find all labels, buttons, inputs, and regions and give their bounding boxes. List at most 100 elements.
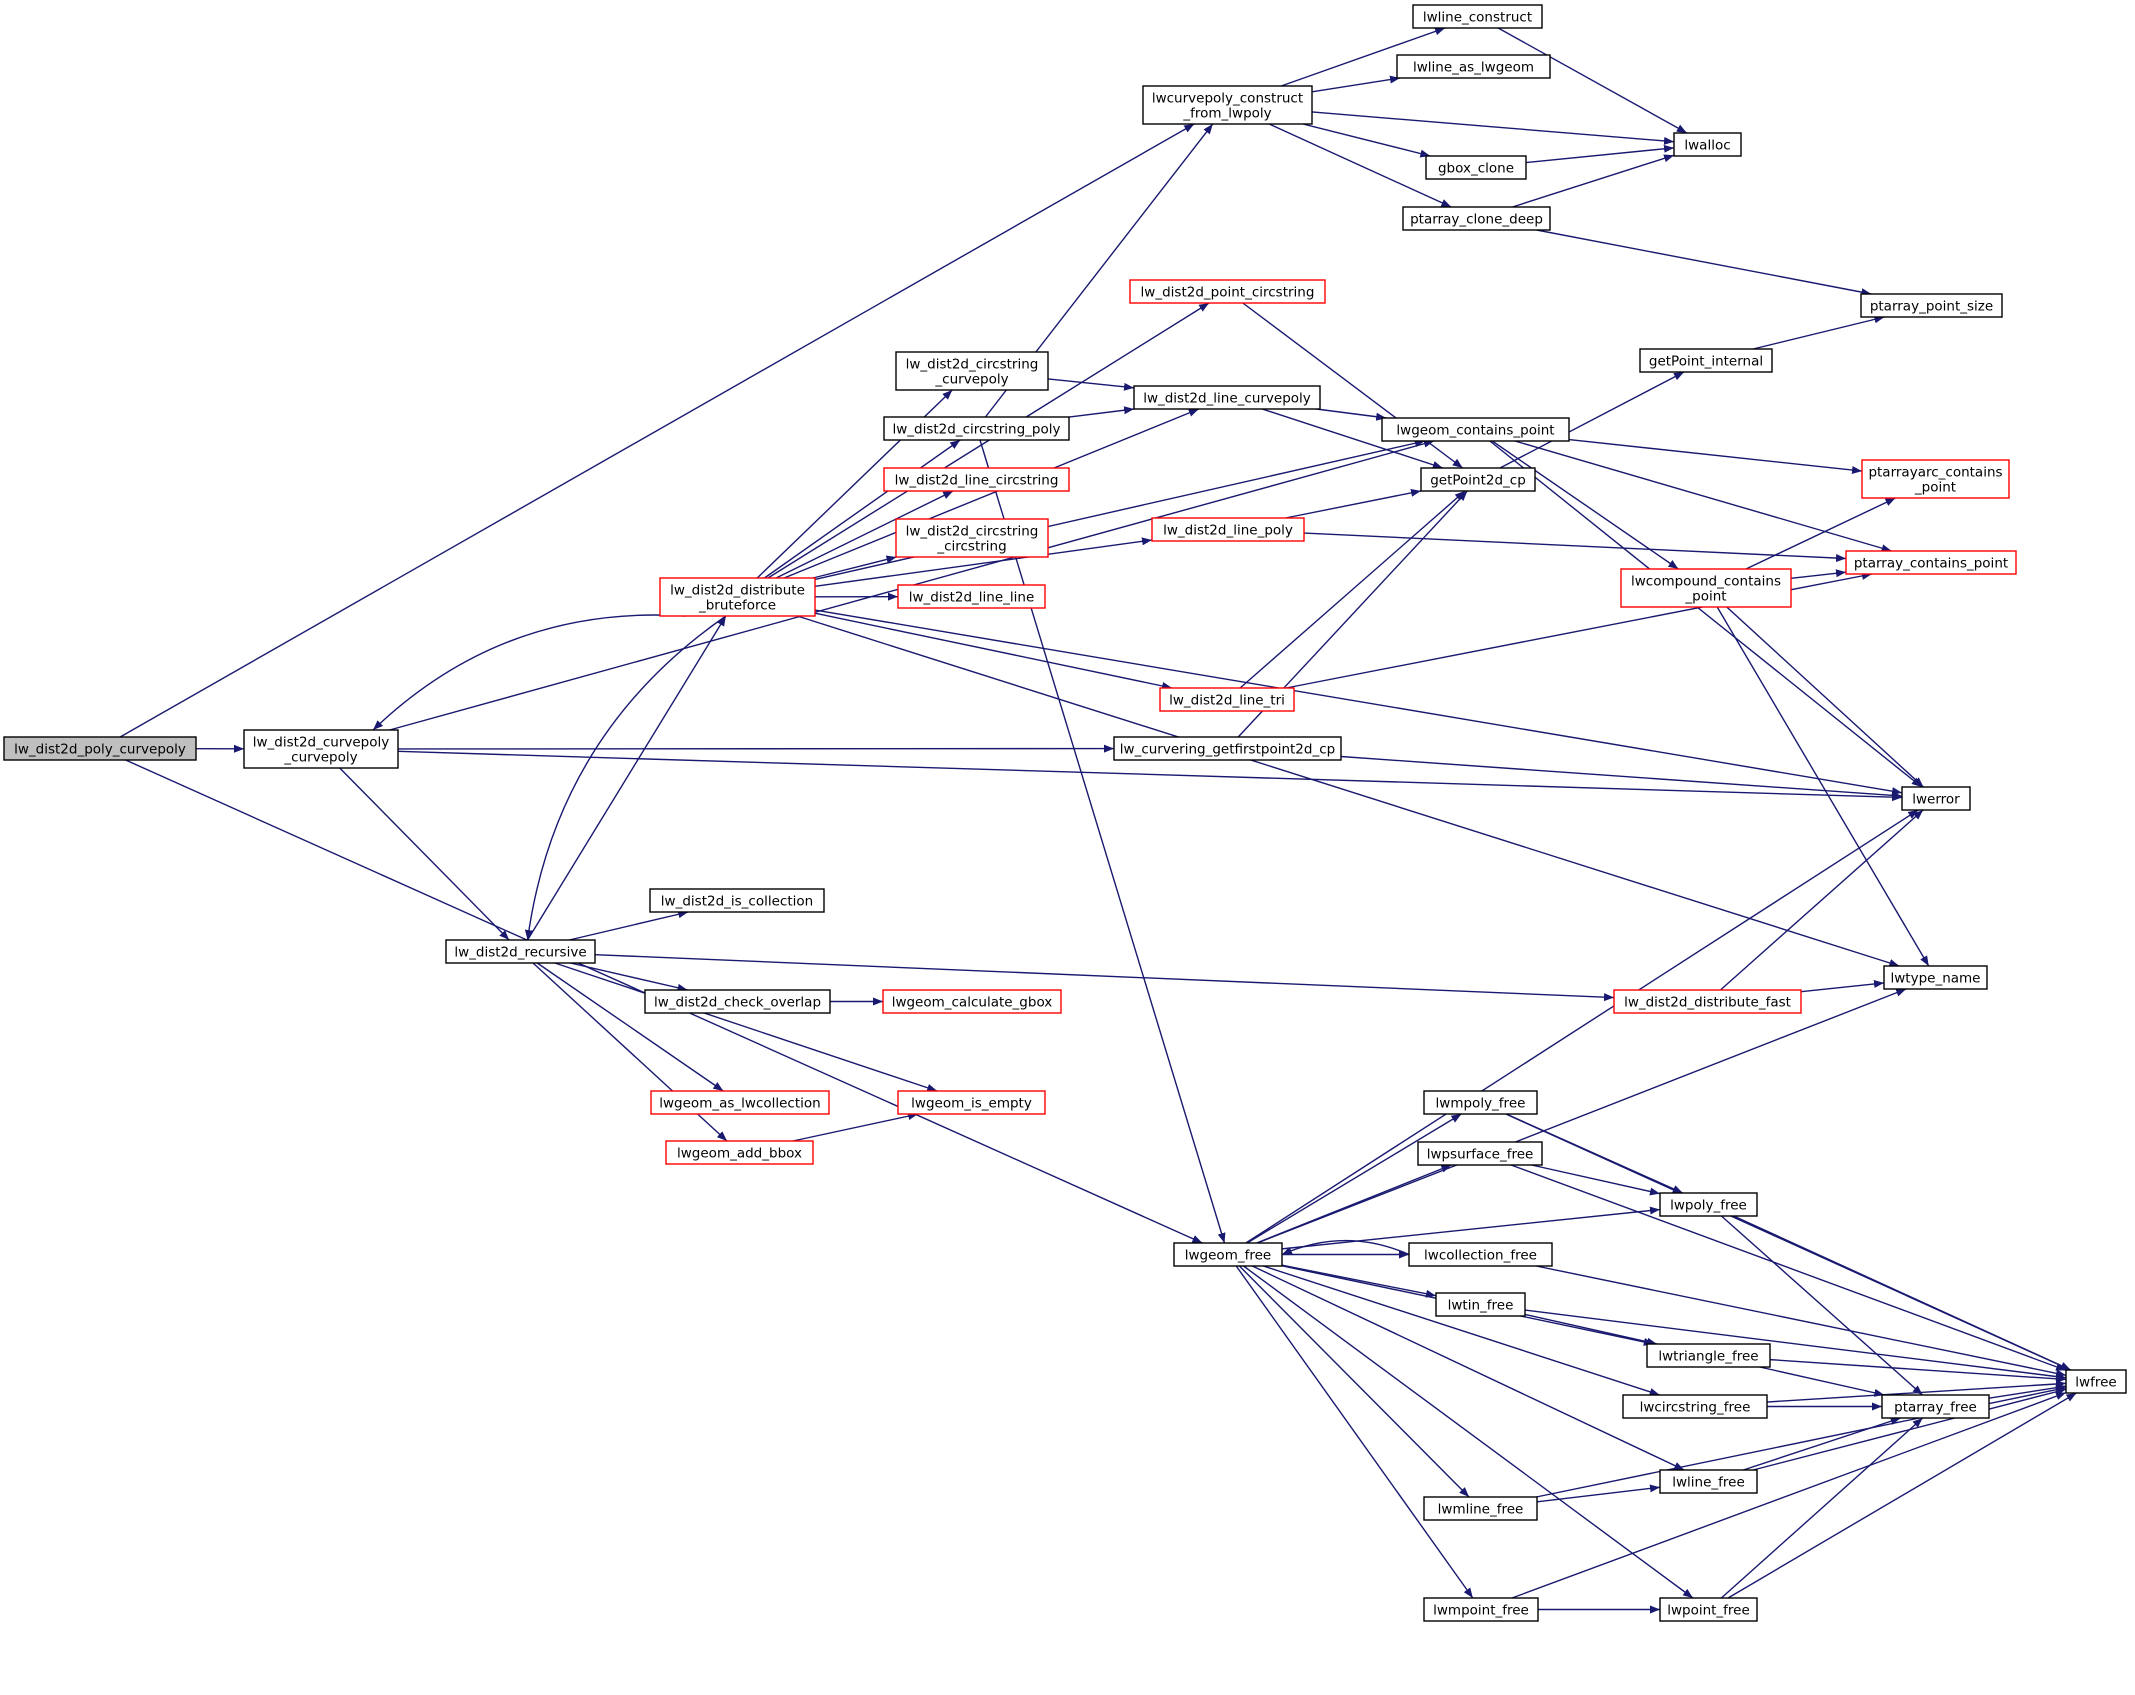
node-lw_dist2d_circstring_poly[interactable]: lw_dist2d_circstring_poly xyxy=(883,416,1070,441)
node-box[interactable] xyxy=(1159,687,1295,712)
node-lwgeom_is_empty[interactable]: lwgeom_is_empty xyxy=(897,1090,1046,1115)
node-box[interactable] xyxy=(895,518,1049,558)
node-ptarray_contains_point[interactable]: ptarray_contains_point xyxy=(1845,550,2017,575)
node-box[interactable] xyxy=(2065,1369,2127,1394)
node-getPoint_internal[interactable]: getPoint_internal xyxy=(1639,348,1773,373)
node-box[interactable] xyxy=(1151,517,1305,542)
node-box[interactable] xyxy=(1646,1343,1771,1368)
node-box[interactable] xyxy=(1673,132,1742,157)
node-box[interactable] xyxy=(1173,1242,1283,1267)
node-box[interactable] xyxy=(3,736,197,761)
node-box[interactable] xyxy=(665,1140,814,1165)
node-box[interactable] xyxy=(1659,1597,1758,1622)
node-lwline_free[interactable]: lwline_free xyxy=(1659,1469,1758,1494)
node-lwgeom_free[interactable]: lwgeom_free xyxy=(1173,1242,1283,1267)
node-lwtriangle_free[interactable]: lwtriangle_free xyxy=(1646,1343,1771,1368)
node-lw_dist2d_is_collection[interactable]: lw_dist2d_is_collection xyxy=(649,888,825,913)
node-lwcompound_contains_point[interactable]: lwcompound_contains_point xyxy=(1620,568,1792,608)
node-lw_dist2d_circstring_curvepoly[interactable]: lw_dist2d_circstring_curvepoly xyxy=(895,351,1049,391)
node-lw_dist2d_point_circstring[interactable]: lw_dist2d_point_circstring xyxy=(1129,279,1326,304)
node-box[interactable] xyxy=(1412,4,1543,29)
node-box[interactable] xyxy=(1620,568,1792,608)
node-lw_dist2d_line_tri[interactable]: lw_dist2d_line_tri xyxy=(1159,687,1295,712)
node-box[interactable] xyxy=(1396,54,1551,79)
node-lw_curvering_getfirstpoint2d_cp[interactable]: lw_curvering_getfirstpoint2d_cp xyxy=(1113,736,1342,761)
node-lwcircstring_free[interactable]: lwcircstring_free xyxy=(1622,1394,1768,1419)
node-box[interactable] xyxy=(1408,1242,1553,1267)
node-box[interactable] xyxy=(897,584,1046,609)
node-box[interactable] xyxy=(883,467,1070,492)
node-box[interactable] xyxy=(1129,279,1326,304)
node-lw_dist2d_distribute_fast[interactable]: lw_dist2d_distribute_fast xyxy=(1613,989,1802,1014)
node-lwmline_free[interactable]: lwmline_free xyxy=(1423,1496,1538,1521)
node-lwline_construct[interactable]: lwline_construct xyxy=(1412,4,1543,29)
node-box[interactable] xyxy=(1142,85,1313,125)
node-getPoint2d_cp[interactable]: getPoint2d_cp xyxy=(1420,467,1536,492)
node-box[interactable] xyxy=(1435,1292,1526,1317)
node-box[interactable] xyxy=(1417,1141,1543,1166)
node-box[interactable] xyxy=(1860,293,2003,318)
node-lw_dist2d_curvepoly_curvepoly[interactable]: lw_dist2d_curvepoly_curvepoly xyxy=(243,729,399,769)
node-box[interactable] xyxy=(659,577,816,617)
node-lwmpoint_free[interactable]: lwmpoint_free xyxy=(1423,1597,1539,1622)
node-box[interactable] xyxy=(1381,417,1570,442)
node-lw_dist2d_poly_curvepoly[interactable]: lw_dist2d_poly_curvepoly xyxy=(3,736,197,761)
node-box[interactable] xyxy=(1613,989,1802,1014)
node-ptarrayarc_contains_point[interactable]: ptarrayarc_contains_point xyxy=(1861,459,2010,499)
node-lw_dist2d_distribute_bruteforce[interactable]: lw_dist2d_distribute_bruteforce xyxy=(659,577,816,617)
node-lwcollection_free[interactable]: lwcollection_free xyxy=(1408,1242,1553,1267)
node-lwgeom_add_bbox[interactable]: lwgeom_add_bbox xyxy=(665,1140,814,1165)
node-lw_dist2d_recursive[interactable]: lw_dist2d_recursive xyxy=(445,939,596,964)
node-lw_dist2d_line_curvepoly[interactable]: lw_dist2d_line_curvepoly xyxy=(1133,385,1321,410)
node-lw_dist2d_circstring_circstring[interactable]: lw_dist2d_circstring_circstring xyxy=(895,518,1049,558)
node-box[interactable] xyxy=(1402,206,1551,231)
node-lwmpoly_free[interactable]: lwmpoly_free xyxy=(1423,1090,1538,1115)
node-box[interactable] xyxy=(1901,786,1971,811)
node-box[interactable] xyxy=(1423,1090,1538,1115)
node-box[interactable] xyxy=(1659,1469,1758,1494)
node-box[interactable] xyxy=(1659,1192,1758,1217)
node-box[interactable] xyxy=(1423,1597,1539,1622)
node-lwgeom_contains_point[interactable]: lwgeom_contains_point xyxy=(1381,417,1570,442)
node-lwpoint_free[interactable]: lwpoint_free xyxy=(1659,1597,1758,1622)
node-box[interactable] xyxy=(445,939,596,964)
node-box[interactable] xyxy=(895,351,1049,391)
node-box[interactable] xyxy=(1639,348,1773,373)
node-box[interactable] xyxy=(1622,1394,1768,1419)
node-box[interactable] xyxy=(243,729,399,769)
node-lwalloc[interactable]: lwalloc xyxy=(1673,132,1742,157)
node-lwpoly_free[interactable]: lwpoly_free xyxy=(1659,1192,1758,1217)
node-lwpsurface_free[interactable]: lwpsurface_free xyxy=(1417,1141,1543,1166)
node-lw_dist2d_line_line[interactable]: lw_dist2d_line_line xyxy=(897,584,1046,609)
node-lwcurvepoly_construct_from_lwpoly[interactable]: lwcurvepoly_construct_from_lwpoly xyxy=(1142,85,1313,125)
node-box[interactable] xyxy=(1861,459,2010,499)
node-box[interactable] xyxy=(1425,155,1527,180)
node-ptarray_clone_deep[interactable]: ptarray_clone_deep xyxy=(1402,206,1551,231)
node-lwtin_free[interactable]: lwtin_free xyxy=(1435,1292,1526,1317)
node-box[interactable] xyxy=(1420,467,1536,492)
node-lwtype_name[interactable]: lwtype_name xyxy=(1883,965,1988,990)
node-lwline_as_lwgeom[interactable]: lwline_as_lwgeom xyxy=(1396,54,1551,79)
node-ptarray_free[interactable]: ptarray_free xyxy=(1881,1394,1990,1419)
node-box[interactable] xyxy=(1845,550,2017,575)
node-box[interactable] xyxy=(1881,1394,1990,1419)
node-lwgeom_as_lwcollection[interactable]: lwgeom_as_lwcollection xyxy=(650,1090,830,1115)
node-lw_dist2d_check_overlap[interactable]: lw_dist2d_check_overlap xyxy=(644,989,831,1014)
node-lwgeom_calculate_gbox[interactable]: lwgeom_calculate_gbox xyxy=(882,989,1062,1014)
node-box[interactable] xyxy=(1883,965,1988,990)
node-box[interactable] xyxy=(1133,385,1321,410)
node-box[interactable] xyxy=(644,989,831,1014)
node-box[interactable] xyxy=(1423,1496,1538,1521)
node-box[interactable] xyxy=(649,888,825,913)
node-box[interactable] xyxy=(882,989,1062,1014)
node-box[interactable] xyxy=(1113,736,1342,761)
node-lw_dist2d_line_circstring[interactable]: lw_dist2d_line_circstring xyxy=(883,467,1070,492)
node-lwfree[interactable]: lwfree xyxy=(2065,1369,2127,1394)
node-box[interactable] xyxy=(883,416,1070,441)
node-lwerror[interactable]: lwerror xyxy=(1901,786,1971,811)
node-box[interactable] xyxy=(897,1090,1046,1115)
node-lw_dist2d_line_poly[interactable]: lw_dist2d_line_poly xyxy=(1151,517,1305,542)
node-box[interactable] xyxy=(650,1090,830,1115)
node-gbox_clone[interactable]: gbox_clone xyxy=(1425,155,1527,180)
node-ptarray_point_size[interactable]: ptarray_point_size xyxy=(1860,293,2003,318)
